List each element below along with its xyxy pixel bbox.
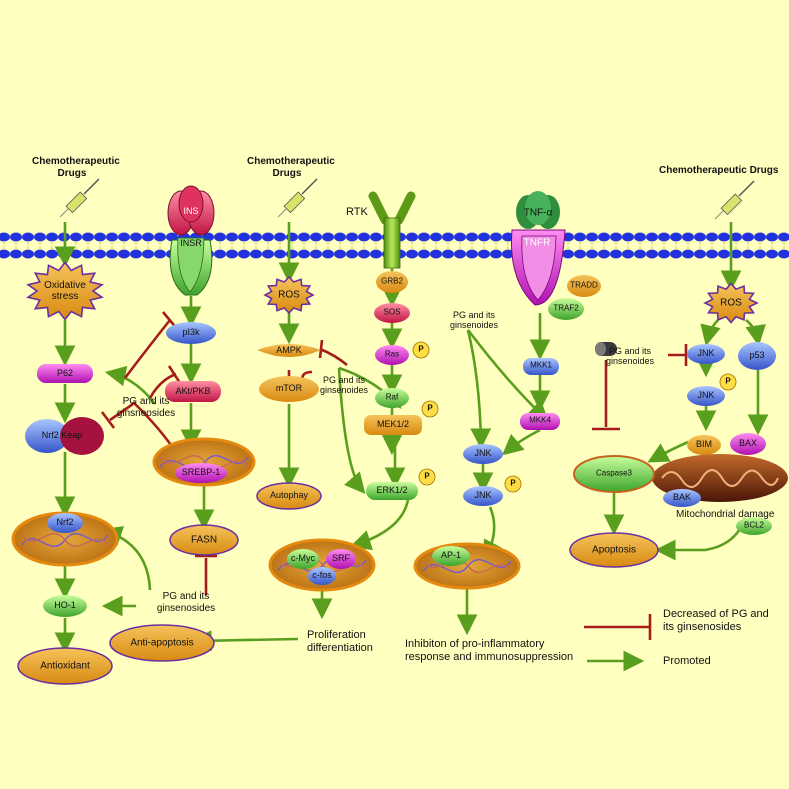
mek-label: MEK1/2 xyxy=(376,419,410,430)
ins-label: INS xyxy=(183,206,199,217)
cfos-label: c-fos xyxy=(312,570,332,581)
ras-label: Ras xyxy=(384,349,400,359)
phospho-icon: P xyxy=(427,403,433,413)
tnf-receptor xyxy=(511,191,601,320)
mkk1-label: MKK1 xyxy=(530,360,552,370)
phospho-icon: P xyxy=(725,376,731,386)
bim-label: BIM xyxy=(695,439,713,450)
autophagy-label: Autophay xyxy=(269,490,309,501)
inhibition-label: Inhibiton of pro-inflammatory response a… xyxy=(405,638,574,663)
pi3k-label: pI3k xyxy=(182,327,200,338)
akt-label: AKt/PKB xyxy=(175,386,211,397)
phospho-icon: P xyxy=(510,478,516,488)
tnfr-label: TNFR xyxy=(523,237,551,249)
pg-label-mid: PG and its ginsenoides xyxy=(319,375,369,396)
cmyc-label: c-Myc xyxy=(291,553,315,564)
chemo-label-right: Chemotherapeutic Drugs xyxy=(659,165,779,176)
pg-label-jnk: PG and its ginsenoides xyxy=(449,310,499,331)
srebp1-label: SREBP-1 xyxy=(181,467,221,478)
ampk-label: AMPK xyxy=(276,345,302,356)
bcl2-label: BCL2 xyxy=(743,520,765,530)
p62-label: P62 xyxy=(56,368,74,379)
p53-label: p53 xyxy=(749,350,765,361)
rtk-label: RTK xyxy=(346,206,368,218)
raf-label: Raf xyxy=(385,392,399,402)
phospho-icon: P xyxy=(424,471,430,481)
jnk-a-label: JNK xyxy=(474,448,492,459)
ap1-label: AP-1 xyxy=(440,550,462,561)
chemo-label-mid: Chemotherapeutic Drugs xyxy=(247,156,335,179)
grb2-label: GRB2 xyxy=(381,276,403,286)
syringe-icon xyxy=(59,178,100,218)
bax-label: BAX xyxy=(738,438,758,449)
bak-label: BAK xyxy=(672,492,692,503)
jnk-r1-label: JNK xyxy=(697,348,715,359)
tnfa-label: TNF-α xyxy=(523,207,553,219)
mkk4-label: MKK4 xyxy=(529,415,551,425)
insulin-receptor xyxy=(167,185,215,296)
legend-decrease-label: Decreased of PG and its ginsenosides xyxy=(663,608,769,633)
mito-damage-label: Mitochondrial damage xyxy=(676,509,775,520)
proliferation-label: Proliferation differentiation xyxy=(307,629,373,654)
ros-mid-label: ROS xyxy=(278,289,300,301)
pg-label-bottom-left: PG and its ginsenosides xyxy=(156,591,216,614)
nrf2-keap-label: Nrf2 Keap xyxy=(41,430,83,441)
fasn-label: FASN xyxy=(190,534,218,546)
syringe-icon xyxy=(277,178,318,218)
ho1-label: HO-1 xyxy=(54,600,76,611)
traf2-label: TRAF2 xyxy=(553,303,579,313)
pg-label-left: PG and its ginsneosides xyxy=(116,396,176,419)
insr-label: INSR xyxy=(180,238,202,249)
phospho-icon: P xyxy=(418,344,424,354)
jnk-r2-label: JNK xyxy=(697,390,715,401)
apoptosis-label: Apoptosis xyxy=(592,544,636,556)
mtor-label: mTOR xyxy=(275,383,303,394)
syringe-icon xyxy=(714,180,755,220)
oxidative-stress-label: Oxidative stress xyxy=(44,280,86,302)
anti-apoptosis-label: Anti-apoptosis xyxy=(130,637,194,649)
legend-promoted-label: Promoted xyxy=(663,655,711,667)
nrf2-label: Nrf2 xyxy=(56,517,74,528)
antioxidant-label: Antioxidant xyxy=(40,660,90,672)
node-shapes xyxy=(11,261,788,685)
phospho-markers xyxy=(412,341,737,493)
tradd-label: TRADD xyxy=(570,280,598,290)
ros-right-label: ROS xyxy=(720,297,742,309)
srf-label: SRF xyxy=(332,553,350,564)
jnk-b-label: JNK xyxy=(474,490,492,501)
sos-label: SOS xyxy=(383,307,401,317)
erk-label: ERK1/2 xyxy=(376,485,408,496)
caspase3-label: Caspase3 xyxy=(595,468,633,478)
chemo-label-left: Chemotherapeutic Drugs xyxy=(32,156,120,179)
rtk-receptor xyxy=(368,191,416,269)
pg-label-right: PG and its ginsenoides xyxy=(605,346,655,367)
